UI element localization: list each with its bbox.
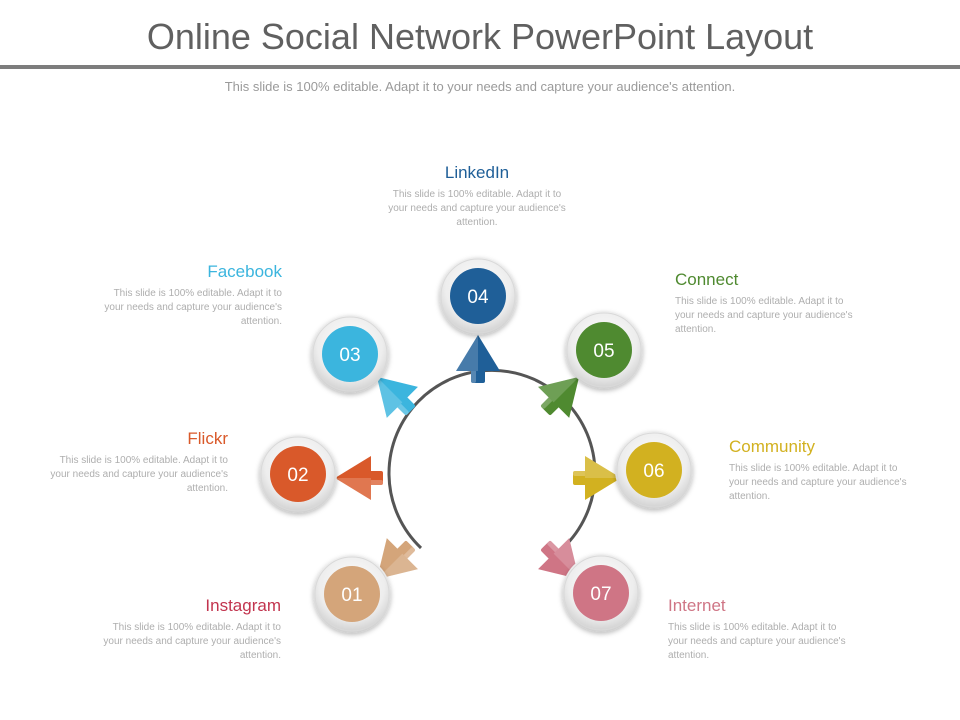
node-number: 03	[339, 345, 360, 366]
text-block-internet: Internet This slide is 100% editable. Ad…	[668, 596, 852, 663]
arrow-instagram	[376, 538, 418, 580]
desc-internet: This slide is 100% editable. Adapt it to…	[668, 622, 846, 661]
label-facebook: Facebook	[207, 262, 282, 281]
node-number: 05	[593, 341, 614, 362]
arrow-flickr	[335, 456, 383, 500]
node-number: 01	[341, 585, 362, 606]
label-flickr: Flickr	[187, 429, 228, 448]
node-03: 03	[311, 315, 389, 393]
slide-title: Online Social Network PowerPoint Layout	[146, 16, 814, 57]
arrow-facebook	[376, 376, 418, 418]
node-disk	[322, 326, 378, 382]
node-disk	[573, 565, 629, 621]
arrow-community	[573, 456, 621, 500]
node-number: 07	[590, 584, 611, 605]
node-01: 01	[313, 555, 391, 633]
desc-flickr: This slide is 100% editable. Adapt it to…	[50, 455, 228, 494]
node-04: 04	[439, 257, 517, 335]
title-divider	[0, 65, 960, 69]
text-block-linkedin: LinkedIn This slide is 100% editable. Ad…	[385, 163, 569, 230]
node-number: 04	[467, 287, 489, 308]
desc-linkedin: This slide is 100% editable. Adapt it to…	[388, 189, 566, 228]
node-05: 05	[565, 311, 643, 389]
desc-facebook: This slide is 100% editable. Adapt it to…	[104, 288, 282, 327]
node-disk	[626, 442, 682, 498]
node-disk	[450, 268, 506, 324]
node-number: 02	[287, 465, 308, 486]
desc-instagram: This slide is 100% editable. Adapt it to…	[103, 622, 281, 661]
text-block-community: Community This slide is 100% editable. A…	[729, 437, 913, 504]
label-linkedin: LinkedIn	[444, 163, 510, 182]
node-06: 06	[615, 431, 693, 509]
label-community: Community	[729, 437, 815, 456]
arrow-connect	[538, 376, 580, 418]
slide-subtitle: This slide is 100% editable. Adapt it to…	[224, 79, 736, 94]
node-disk	[324, 566, 380, 622]
node-number: 06	[643, 461, 664, 482]
label-instagram: Instagram	[205, 596, 281, 615]
text-block-instagram: Instagram This slide is 100% editable. A…	[97, 596, 281, 663]
arrow-linkedin	[456, 335, 500, 383]
node-disk	[576, 322, 632, 378]
desc-community: This slide is 100% editable. Adapt it to…	[729, 463, 907, 502]
node-disk	[270, 446, 326, 502]
text-block-flickr: Flickr This slide is 100% editable. Adap…	[44, 429, 228, 496]
text-block-connect: Connect This slide is 100% editable. Ada…	[675, 270, 859, 337]
label-internet: Internet	[668, 596, 726, 615]
node-07: 07	[562, 554, 640, 632]
desc-connect: This slide is 100% editable. Adapt it to…	[675, 296, 853, 335]
node-02: 02	[259, 435, 337, 513]
label-connect: Connect	[675, 270, 739, 289]
text-block-facebook: Facebook This slide is 100% editable. Ad…	[98, 262, 282, 329]
